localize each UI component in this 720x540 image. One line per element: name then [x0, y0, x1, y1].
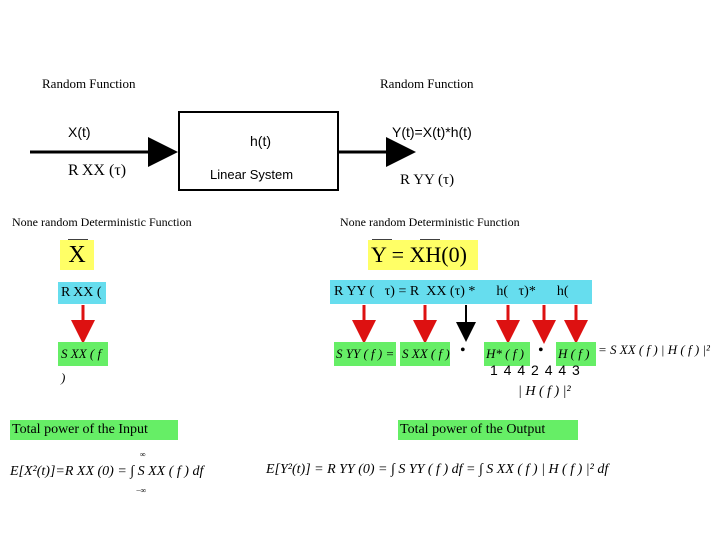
x-mean-box: X: [60, 240, 94, 270]
right-psd-box-1: S YY ( f ) =: [334, 342, 396, 366]
input-signal-label: X(t): [68, 124, 91, 140]
right-autocorr-text: R YY ( τ) = R XX (τ) * h( τ)* h(: [334, 284, 569, 299]
right-psd-text-3: H* ( f ): [486, 346, 524, 361]
underbrace-label: | H ( f ) |²: [518, 384, 571, 399]
left-deterministic-label: None random Deterministic Function: [12, 215, 192, 229]
output-power-label: Total power of the Output: [400, 422, 546, 437]
right-psd-box-4: H ( f ): [556, 342, 596, 366]
right-psd-box-3: H* ( f ): [484, 342, 530, 366]
system-name-label: Linear System: [210, 167, 294, 182]
underbrace-digits: 1 4 4 2 4 4 3: [490, 362, 581, 378]
output-autocorr-label: R YY (τ): [400, 172, 455, 188]
left-psd-text: S XX ( f ): [61, 346, 102, 385]
left-autocorr-text: R XX (: [61, 285, 102, 300]
impulse-response-label: h(t): [250, 133, 271, 149]
left-autocorr-box: R XX (: [58, 282, 106, 304]
right-psd-box-2: S XX ( f ): [400, 342, 450, 366]
right-dot-1: •: [460, 342, 466, 359]
left-random-function-label: Random Function: [42, 76, 136, 91]
input-power-formula: E[X²(t)]=R XX (0) = ∫ S XX ( f ) df: [10, 464, 204, 479]
left-psd-box: S XX ( f ): [58, 342, 108, 385]
x-mean-text: X: [68, 242, 86, 268]
y-mean-text: Y = XH(0): [371, 242, 467, 267]
right-autocorr-box: R YY ( τ) = R XX (τ) * h( τ)* h(: [330, 280, 592, 304]
input-autocorr-label: R XX (τ): [68, 162, 127, 179]
right-deterministic-label: None random Deterministic Function: [340, 215, 520, 229]
input-power-label-box: Total power of the Input: [10, 420, 178, 440]
right-psd-result: = S XX ( f ) | H ( f ) |²: [598, 342, 710, 357]
right-psd-text-4: H ( f ): [558, 346, 590, 361]
linear-system-box: h(t) Linear System: [178, 111, 339, 191]
output-power-formula: E[Y²(t)] = R YY (0) = ∫ S YY ( f ) df = …: [266, 462, 609, 477]
y-mean-box: Y = XH(0): [368, 240, 478, 270]
right-random-function-label: Random Function: [380, 76, 474, 91]
right-psd-text-1: S YY ( f ) =: [336, 346, 395, 361]
input-power-label: Total power of the Input: [12, 422, 148, 437]
input-power-upper-limit: ∞: [140, 450, 146, 459]
output-signal-label: Y(t)=X(t)*h(t): [392, 124, 472, 140]
right-dot-2: •: [538, 342, 544, 359]
right-psd-text-2: S XX ( f ): [402, 346, 450, 361]
output-power-label-box: Total power of the Output: [398, 420, 578, 440]
input-power-lower-limit: −∞: [136, 486, 147, 495]
